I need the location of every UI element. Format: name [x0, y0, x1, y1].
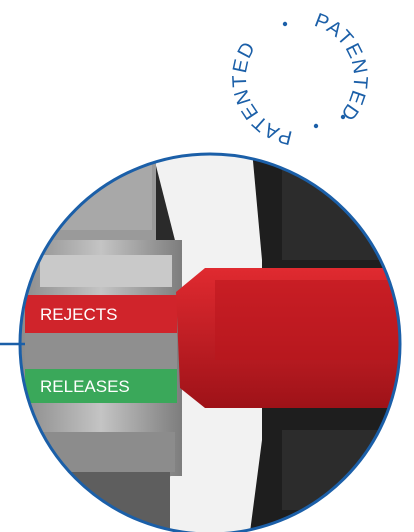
magnified-view: REJECTS RELEASES [20, 154, 400, 532]
red-lever-face [215, 280, 400, 360]
releases-label-bg [25, 369, 177, 403]
badge-dot-top [282, 21, 288, 27]
releases-label: RELEASES [40, 377, 130, 396]
badge-dot-bottom [313, 123, 319, 129]
patented-badge: PATENTED PATENTED [229, 9, 372, 148]
svg-text:PATENTED: PATENTED [312, 9, 372, 124]
slider-top-plate [40, 255, 172, 287]
badge-dot-right [340, 114, 346, 120]
badge-text-top: PATENTED [312, 9, 371, 124]
rejects-label: REJECTS [40, 305, 117, 324]
left-upper-block-face [60, 160, 152, 230]
svg-text:PATENTED: PATENTED [229, 38, 295, 148]
slider-bottom-plate [30, 432, 175, 472]
rejects-label-bg [25, 295, 177, 333]
slider-middle-band [25, 333, 177, 369]
badge-text-bottom: PATENTED [229, 38, 294, 148]
right-lower-recess [282, 430, 400, 510]
